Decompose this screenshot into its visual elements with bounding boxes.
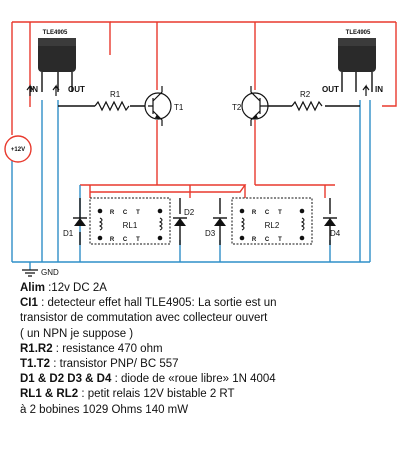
hall-sensor-left: TLE4905 IN OUT <box>26 30 85 96</box>
pin-in-right: IN <box>375 85 383 94</box>
d3-label: D3 <box>205 229 216 238</box>
d1-label: D1 <box>63 229 74 238</box>
rl1-pin-t2: T <box>136 237 140 243</box>
diode-d4: D4 <box>323 217 341 238</box>
t1-label: T1 <box>174 103 184 112</box>
note-diodes: D1 & D2 D3 & D4 : diode de «roue libre» … <box>20 373 276 386</box>
rl2-pin-c2: C <box>265 237 270 243</box>
note-transistors: T1.T2 : transistor PNP/ BC 557 <box>20 358 179 371</box>
rl1-pin-r2: R <box>110 237 115 243</box>
rl1-pin-c2: C <box>123 237 128 243</box>
t2-label: T2 <box>232 103 242 112</box>
rl1-pin-t: T <box>136 210 140 216</box>
supply-label: +12V <box>11 147 25 153</box>
note-ci1-cont: transistor de commutation avec collecteu… <box>20 312 268 325</box>
note-relays: RL1 & RL2 : petit relais 12V bistable 2 … <box>20 388 235 401</box>
rl2-pin-t2: T <box>278 237 282 243</box>
rl1-pin-c: C <box>123 210 128 216</box>
ic-right-label: TLE4905 <box>346 30 371 36</box>
resistor-r2: R2 <box>291 90 323 112</box>
pin-in-left: IN <box>30 85 38 94</box>
supply-source: +12V <box>4 135 32 163</box>
resistor-r1: R1 <box>94 90 130 112</box>
note-ci1-npn: ( un NPN je suppose ) <box>20 327 134 340</box>
note-resistors: R1.R2 : resistance 470 ohm <box>20 342 163 355</box>
note-ci1: CI1 : detecteur effet hall TLE4905: La s… <box>20 297 277 310</box>
note-relays-coils: à 2 bobines 1029 Ohms 140 mW <box>20 403 189 416</box>
transistor-t1: T1 <box>144 86 184 126</box>
transistor-t2: T2 <box>232 86 269 126</box>
signal-wires <box>58 105 360 245</box>
rl1-label: RL1 <box>123 221 138 230</box>
diode-d3: D3 <box>205 217 227 238</box>
relay-rl1: R C T RL1 R C T <box>89 197 171 245</box>
rl2-pin-r: R <box>252 210 257 216</box>
power-wires <box>11 21 397 198</box>
pin-out-right: OUT <box>322 85 339 94</box>
circuit-schematic: +12V TLE4905 IN OUT TLE4905 OUT IN R1 R2… <box>4 21 397 277</box>
r2-label: R2 <box>300 90 311 99</box>
d2-label: D2 <box>184 208 195 217</box>
diode-d2: D2 <box>173 208 195 226</box>
hall-sensor-right: TLE4905 OUT IN <box>322 30 383 96</box>
r1-label: R1 <box>110 90 121 99</box>
gnd-label: GND <box>41 268 59 277</box>
rl2-pin-c: C <box>265 210 270 216</box>
rl2-pin-t: T <box>278 210 282 216</box>
pin-out-left: OUT <box>68 85 85 94</box>
d4-label: D4 <box>330 229 341 238</box>
rl1-pin-r: R <box>110 210 115 216</box>
ground-symbol-icon: GND <box>22 268 59 277</box>
relay-rl2: R C T RL2 R C T <box>231 197 313 245</box>
component-notes: Alim :12v DC 2A CI1 : detecteur effet ha… <box>20 281 415 418</box>
rl2-label: RL2 <box>265 221 280 230</box>
rl2-pin-r2: R <box>252 237 257 243</box>
note-alim: Alim :12v DC 2A <box>20 282 107 294</box>
diode-d1: D1 <box>63 217 87 238</box>
ic-left-label: TLE4905 <box>43 30 68 36</box>
ground-wires <box>11 100 371 270</box>
